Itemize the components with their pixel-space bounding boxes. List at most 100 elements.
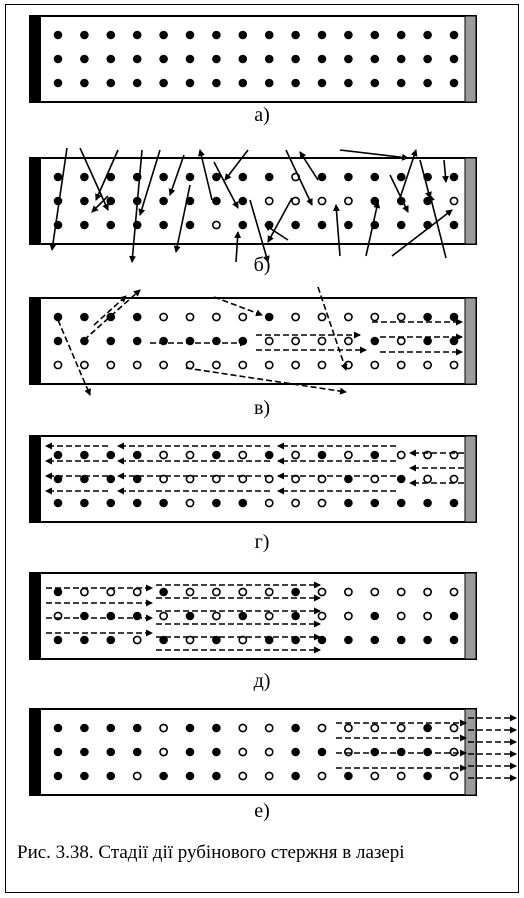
excited-atom — [185, 78, 195, 88]
excited-atom — [106, 498, 116, 508]
ground-atom — [211, 220, 221, 230]
excited-atom — [106, 450, 116, 460]
excited-atom — [185, 220, 195, 230]
ground-atom — [423, 474, 432, 484]
excited-atom — [212, 78, 221, 88]
excited-atom — [396, 54, 406, 64]
excited-atom — [396, 172, 406, 182]
excited-atom — [132, 498, 142, 508]
excited-atom — [80, 196, 89, 206]
excited-atom — [132, 54, 142, 64]
spontaneous-photon-arrow — [95, 149, 119, 201]
excited-atom — [449, 611, 459, 621]
excited-atom — [291, 771, 300, 781]
excited-atom — [53, 498, 63, 508]
ground-atom — [291, 336, 300, 346]
excited-atom — [53, 78, 63, 88]
spontaneous-photon-arrow — [234, 231, 242, 263]
excited-atom — [106, 611, 116, 621]
excited-atom — [449, 30, 459, 40]
ground-atom — [80, 587, 89, 597]
excited-atom — [449, 336, 459, 346]
excited-atom — [449, 78, 459, 88]
excited-atom — [212, 30, 221, 40]
ground-atom — [264, 196, 274, 206]
excited-atom — [291, 635, 300, 645]
ground-atom — [264, 336, 274, 346]
excited-atom — [449, 635, 459, 645]
ground-atom — [159, 360, 168, 370]
ground-atom — [238, 360, 248, 370]
excited-atom — [212, 747, 221, 757]
full-mirror-a — [30, 16, 41, 102]
ground-atom — [343, 611, 353, 621]
label-b: б) — [253, 254, 271, 276]
excited-atom — [238, 336, 248, 346]
excited-atom — [106, 474, 116, 484]
ground-atom — [343, 450, 353, 460]
ground-atom — [106, 360, 116, 370]
excited-atom — [423, 30, 432, 40]
excited-atom — [106, 771, 116, 781]
excited-atom — [159, 196, 168, 206]
excited-atom — [449, 54, 459, 64]
ground-atom — [211, 312, 221, 322]
spontaneous-photon-arrow — [267, 197, 293, 243]
spontaneous-photon-arrow — [332, 204, 341, 257]
partial-mirror-a — [464, 15, 477, 103]
ground-atom — [264, 498, 274, 508]
excited-atom — [212, 196, 221, 206]
excited-atom — [106, 723, 116, 733]
spontaneous-photon-arrow — [391, 209, 453, 257]
ground-atom — [396, 771, 406, 781]
stimulated-photon-arrow — [317, 286, 348, 371]
ground-atom — [449, 723, 459, 733]
excited-atom — [185, 723, 195, 733]
spontaneous-photon-arrow — [339, 149, 409, 161]
ground-atom — [370, 723, 380, 733]
ground-atom — [264, 360, 274, 370]
partial-mirror-c — [464, 297, 477, 385]
excited-atom — [80, 312, 89, 322]
excited-atom — [238, 220, 248, 230]
excited-atom — [159, 498, 168, 508]
excited-atom — [106, 30, 116, 40]
excited-atom — [106, 336, 116, 346]
excited-atom — [212, 54, 221, 64]
ruby-rod-f — [29, 708, 477, 796]
excited-atom — [132, 747, 142, 757]
excited-atom — [80, 220, 89, 230]
spontaneous-photon-arrow — [399, 149, 418, 199]
ground-atom — [238, 723, 248, 733]
excited-atom — [80, 172, 89, 182]
excited-atom — [80, 498, 89, 508]
partial-mirror-d — [464, 435, 477, 523]
ground-atom — [264, 771, 274, 781]
excited-atom — [132, 611, 142, 621]
ground-atom — [238, 587, 248, 597]
excited-atom — [370, 747, 380, 757]
excited-atom — [291, 30, 300, 40]
rod-a — [29, 15, 477, 103]
excited-atom — [344, 172, 353, 182]
ground-atom — [238, 771, 248, 781]
excited-atom — [80, 450, 89, 460]
label-d: г) — [254, 531, 270, 553]
excited-atom — [423, 336, 432, 346]
excited-atom — [370, 611, 380, 621]
excited-atom — [132, 78, 142, 88]
excited-atom — [159, 78, 168, 88]
excited-atom — [185, 771, 195, 781]
excited-atom — [370, 635, 380, 645]
excited-atom — [212, 450, 221, 460]
excited-atom — [132, 336, 142, 346]
excited-atom — [212, 635, 221, 645]
stimulated-photon-arrow — [83, 289, 141, 341]
ground-atom — [396, 611, 406, 621]
excited-atom — [53, 747, 63, 757]
ground-atom — [370, 360, 380, 370]
label-f: е) — [254, 800, 270, 822]
excited-atom — [159, 771, 168, 781]
excited-atom — [396, 220, 406, 230]
ground-atom — [396, 336, 406, 346]
